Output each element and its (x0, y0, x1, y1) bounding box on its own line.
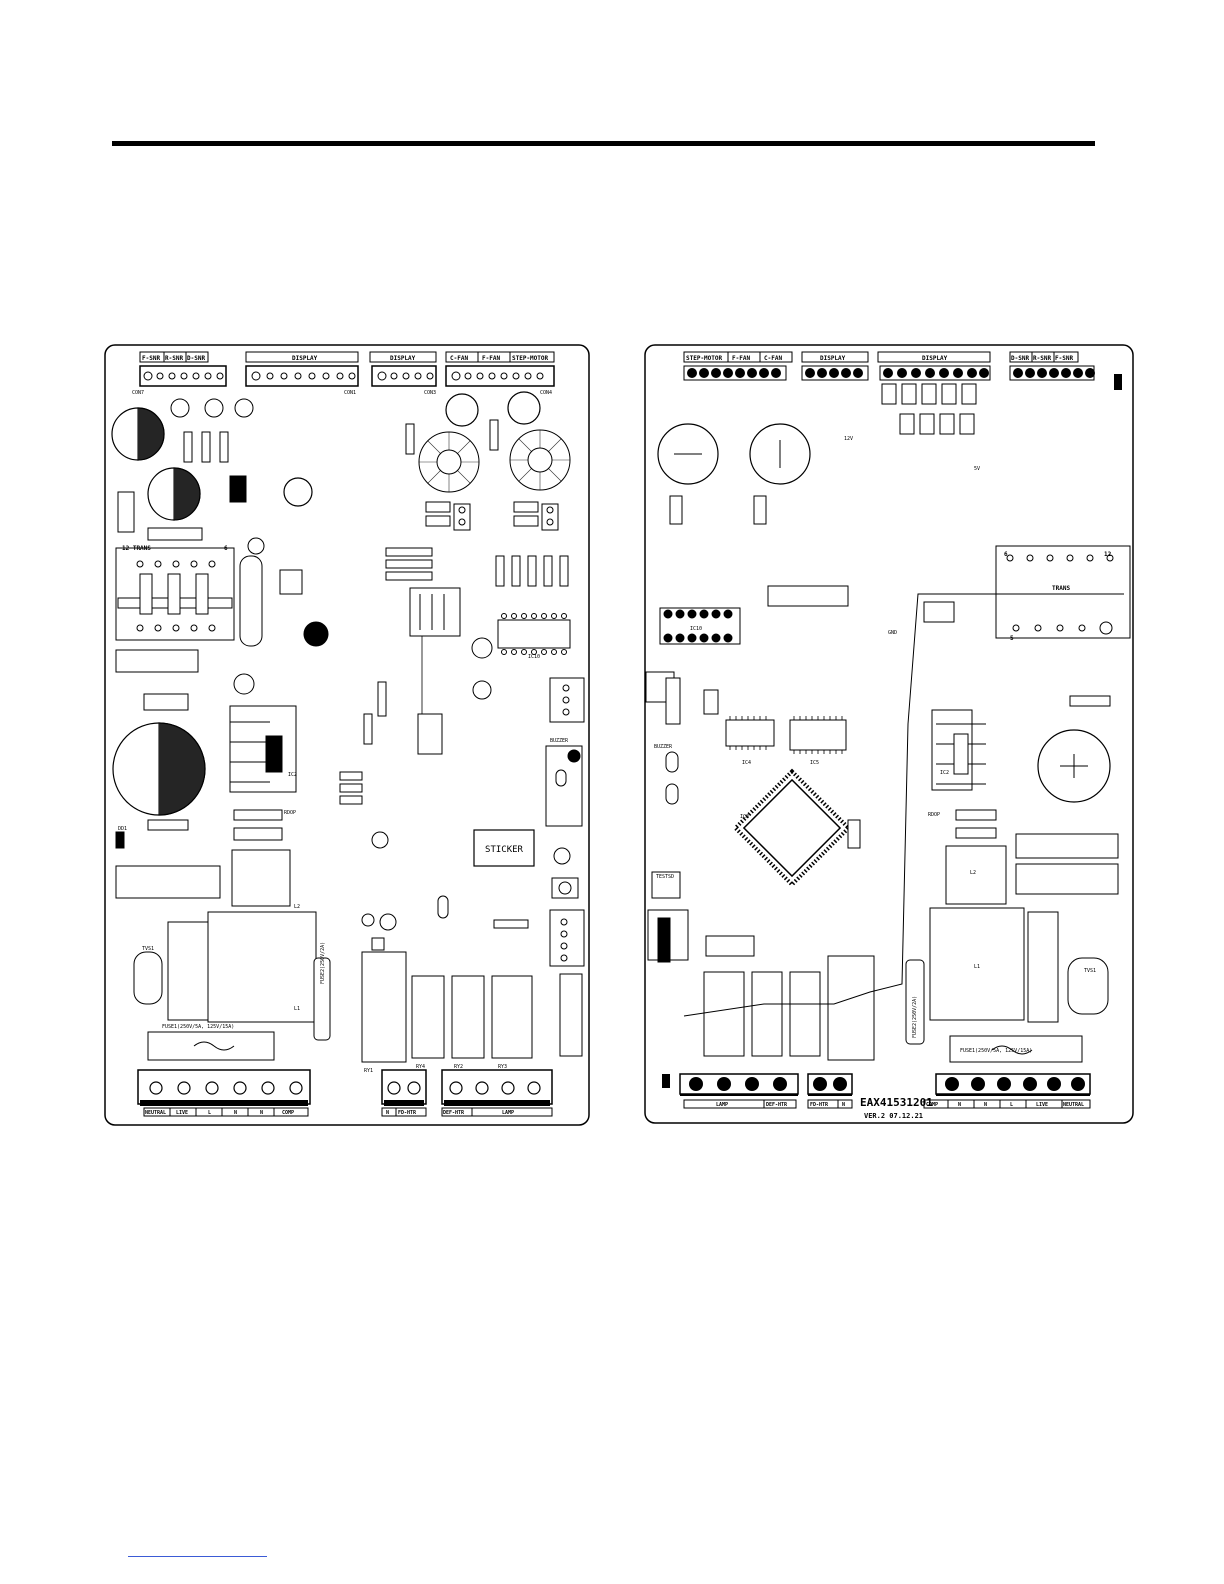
left-bottom-n1: N (234, 1110, 237, 1116)
right-header-step-motor: STEP-MOTOR (686, 355, 723, 362)
left-bottom-n3: N (386, 1110, 389, 1116)
right-bottom-live: LIVE (1036, 1102, 1048, 1108)
right-ic5-label: IC5 (810, 760, 819, 766)
left-header-display-2: DISPLAY (390, 355, 416, 362)
right-trans-pin12: 12 (1104, 551, 1112, 558)
left-tvs1-label: TVS1 (142, 946, 154, 952)
left-trans-pin6: 6 (224, 545, 228, 552)
right-gnd-label: GND (888, 630, 897, 636)
right-bottom-n1: N (842, 1102, 845, 1108)
left-rdop-label: RDOP (284, 810, 296, 816)
right-header-d-snr: D-SNR (1011, 355, 1029, 362)
left-bottom-l: L (208, 1110, 211, 1116)
right-trans-pin5: 5 (1010, 635, 1014, 642)
right-rdop-label: RDOP (928, 812, 940, 818)
left-header-d-snr: D-SNR (187, 355, 205, 362)
right-bottom-lamp: LAMP (716, 1102, 728, 1108)
right-trans-label: TRANS (1052, 585, 1070, 592)
right-l1-label: L1 (974, 964, 980, 970)
left-con3-label: CON3 (424, 390, 436, 396)
left-header-display-1: DISPLAY (292, 355, 318, 362)
right-bottom-l: L (1010, 1102, 1013, 1108)
right-header-f-fan: F-FAN (732, 355, 750, 362)
left-header-f-fan: F-FAN (482, 355, 500, 362)
left-header-c-fan: C-FAN (450, 355, 468, 362)
left-bottom-comp: COMP (282, 1110, 294, 1116)
right-fuse2-label: FUSE2(250V/2A) (912, 996, 918, 1038)
left-l2-label: L2 (294, 904, 300, 910)
left-bottom-fd-htr: FD-HTR (398, 1110, 417, 1116)
right-part-number: EAX41531201 (860, 1096, 933, 1109)
left-ic10-label: IC10 (528, 654, 540, 660)
left-sticker-label: STICKER (485, 845, 524, 855)
left-con1-label: CON1 (344, 390, 356, 396)
right-bottom-n2: N (958, 1102, 961, 1108)
left-l1-label: L1 (294, 1006, 300, 1012)
left-fuse1-label: FUSE1(250V/5A, 125V/15A) (162, 1024, 234, 1030)
right-5v-label: 5V (974, 466, 980, 472)
left-ic2-label: IC2 (288, 772, 297, 778)
right-version: VER.2 07.12.21 (864, 1112, 923, 1120)
right-header-display-2: DISPLAY (922, 355, 948, 362)
left-ry1-label: RY1 (364, 1068, 373, 1074)
right-l2-label: L2 (970, 870, 976, 876)
right-header-r-snr: R-SNR (1033, 355, 1051, 362)
right-tvs1-label: TVS1 (1084, 968, 1096, 974)
right-ic4-label: IC4 (742, 760, 751, 766)
footer-link-rule (128, 1556, 267, 1557)
left-dd1-label: DD1 (118, 826, 127, 832)
left-bottom-lamp: LAMP (502, 1110, 514, 1116)
left-bottom-n2: N (260, 1110, 263, 1116)
left-buzzer-label: BUZZER (550, 738, 569, 744)
right-ic2-label: IC2 (940, 770, 949, 776)
left-bottom-neutral: NEUTRAL (145, 1110, 166, 1116)
left-fuse2-label: FUSE2(250V/2A) (320, 942, 326, 984)
header-rule (112, 141, 1095, 146)
right-ic10-label: IC10 (690, 626, 702, 632)
left-ry2-label: RY2 (454, 1064, 463, 1070)
left-pcb-silkscreen: F-SNR R-SNR D-SNR DISPLAY DISPLAY C-FAN … (104, 344, 590, 1126)
right-buzzer-label: BUZZER (654, 744, 673, 750)
right-trans-pin6: 6 (1004, 551, 1008, 558)
right-header-f-snr: F-SNR (1055, 355, 1073, 362)
left-ry3-label: RY3 (498, 1064, 507, 1070)
right-testsd-label: TESTSD (656, 874, 674, 880)
right-pcb-silkscreen: STEP-MOTOR F-FAN C-FAN DISPLAY DISPLAY D… (644, 344, 1134, 1124)
left-bottom-live: LIVE (176, 1110, 188, 1116)
left-header-f-snr: F-SNR (142, 355, 160, 362)
left-ry4-label: RY4 (416, 1064, 425, 1070)
right-12v-label: 12V (844, 436, 853, 442)
left-header-r-snr: R-SNR (165, 355, 183, 362)
left-trans-label: 12 TRANS (122, 545, 151, 552)
right-bottom-fd-htr: FD-HTR (810, 1102, 829, 1108)
left-header-step-motor: STEP-MOTOR (512, 355, 549, 362)
right-ic3-label: IC3 (740, 814, 749, 820)
right-fuse1-label: FUSE1(250V/5A, 125V/15A) (960, 1048, 1032, 1054)
left-bottom-def-htr: DEF-HTR (443, 1110, 465, 1116)
right-bottom-comp: COMP (926, 1102, 938, 1108)
right-bottom-n3: N (984, 1102, 987, 1108)
right-bottom-neutral: NEUTRAL (1063, 1102, 1084, 1108)
right-bottom-def-htr: DEF-HTR (766, 1102, 788, 1108)
right-header-display-1: DISPLAY (820, 355, 846, 362)
left-con7-label: CON7 (132, 390, 144, 396)
right-header-c-fan: C-FAN (764, 355, 782, 362)
left-con4-label: CON4 (540, 390, 552, 396)
